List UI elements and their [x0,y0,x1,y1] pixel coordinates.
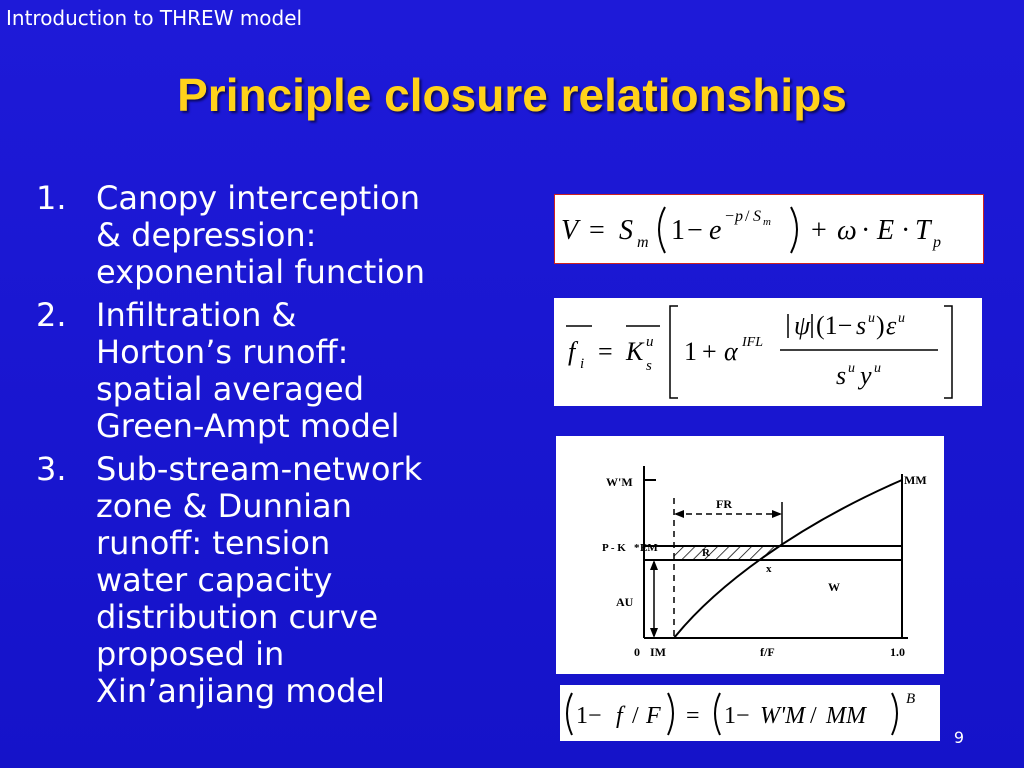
item-line: distribution curve [96,598,379,636]
svg-text:V: V [561,215,581,246]
fr-label: FR [716,497,732,511]
svg-text:s: s [856,311,866,340]
svg-text:m: m [763,216,771,228]
one-label: 1.0 [890,645,905,659]
list-item: 1. Canopy interception & depression: exp… [36,180,526,291]
svg-text:*: * [634,542,640,554]
svg-text:S: S [753,208,761,225]
svg-text:i: i [580,356,584,372]
svg-text:f: f [568,337,579,366]
svg-text:=: = [589,215,605,246]
distribution-equation: 1− f / F = 1− W'M / MM B [560,685,940,741]
im-label: IM [650,645,666,659]
item-line: Xin’anjiang model [96,672,385,710]
item-text: Infiltration & Horton’s runoff: spatial … [96,297,526,445]
pk-label: P - K [602,542,626,554]
svg-text:1: 1 [684,337,697,366]
svg-text:p: p [932,234,941,251]
origin-label: 0 [634,645,640,659]
mm-label: MM [904,473,927,487]
item-number: 3. [36,450,67,488]
item-text: Canopy interception & depression: expone… [96,180,526,291]
svg-text:y: y [857,361,872,390]
svg-text:u: u [898,311,905,326]
page-number: 9 [953,728,964,747]
svg-text:): ) [876,311,885,340]
svg-text:E: E [876,215,894,246]
svg-text:S: S [619,215,633,246]
svg-text:F: F [645,703,661,729]
svg-text:+: + [702,337,717,366]
svg-text:/: / [632,703,639,729]
svg-text:·: · [861,215,870,246]
item-line: zone & Dunnian [96,487,352,525]
svg-text:−: − [725,208,734,225]
capacity-curve [673,479,903,639]
runoff-area [674,546,781,560]
svg-text:f: f [616,703,626,729]
svg-text:W'M: W'M [760,703,807,729]
svg-text:ε: ε [886,311,897,340]
item-number: 2. [36,296,67,334]
r-label: R [702,547,711,559]
item-line: water capacity [96,561,333,599]
interception-equation: V = S m 1 − e − p / S m + ω · E · T p [554,194,984,264]
svg-text:e: e [709,215,721,246]
em-label: EM [640,542,658,554]
svg-text:u: u [848,361,855,376]
svg-text:=: = [686,703,700,729]
svg-text:(1−: (1− [816,311,852,340]
closure-list: 1. Canopy interception & depression: exp… [36,180,526,716]
svg-text:IFL: IFL [741,335,763,350]
item-line: exponential function [96,253,426,291]
svg-text:ψ: ψ [794,311,811,340]
svg-text:+: + [811,215,827,246]
capacity-curve-figure: W'M MM FR P - K * EM R x W AU 0 IM f/F 1… [556,436,944,674]
item-line: Horton’s runoff: [96,333,349,371]
svg-text:u: u [646,334,654,350]
svg-text:m: m [637,234,649,251]
item-line: proposed in [96,635,285,673]
infiltration-equation: f i = K u s 1 + α IFL ψ (1− s u ) ε u s … [554,298,982,406]
svg-text:/: / [745,208,750,225]
svg-text:1−: 1− [576,703,602,729]
svg-text:T: T [915,215,933,246]
svg-text:K: K [625,337,645,366]
item-line: spatial averaged [96,370,365,408]
svg-text:=: = [598,337,613,366]
item-line: Canopy interception [96,179,420,217]
list-item: 2. Infiltration & Horton’s runoff: spati… [36,297,526,445]
svg-text:MM: MM [825,703,868,729]
wm-label: W'M [606,475,633,489]
svg-text:u: u [868,311,875,326]
svg-text:ω: ω [837,215,857,246]
svg-text:·: · [901,215,910,246]
svg-text:α: α [724,337,739,366]
svg-text:s: s [836,361,846,390]
slide-title: Principle closure relationships [177,69,847,121]
svg-text:u: u [874,361,881,376]
item-line: Green-Ampt model [96,407,400,445]
svg-text:/: / [810,703,817,729]
item-line: Sub-stream-network [96,450,423,488]
x-label: x [766,563,772,575]
svg-text:1: 1 [671,215,685,246]
au-label: AU [616,595,634,609]
item-line: runoff: tension [96,524,331,562]
item-number: 1. [36,179,67,217]
presentation-header: Introduction to THREW model [6,6,303,30]
list-item: 3. Sub-stream-network zone & Dunnian run… [36,451,526,710]
svg-text:1−: 1− [724,703,750,729]
ff-label: f/F [760,645,775,659]
svg-text:s: s [646,358,652,374]
item-line: Infiltration & [96,296,297,334]
svg-text:−: − [687,215,703,246]
w-label: W [828,580,840,594]
svg-text:p: p [734,208,743,225]
item-line: & depression: [96,216,317,254]
item-text: Sub-stream-network zone & Dunnian runoff… [96,451,526,710]
svg-text:B: B [906,691,915,707]
